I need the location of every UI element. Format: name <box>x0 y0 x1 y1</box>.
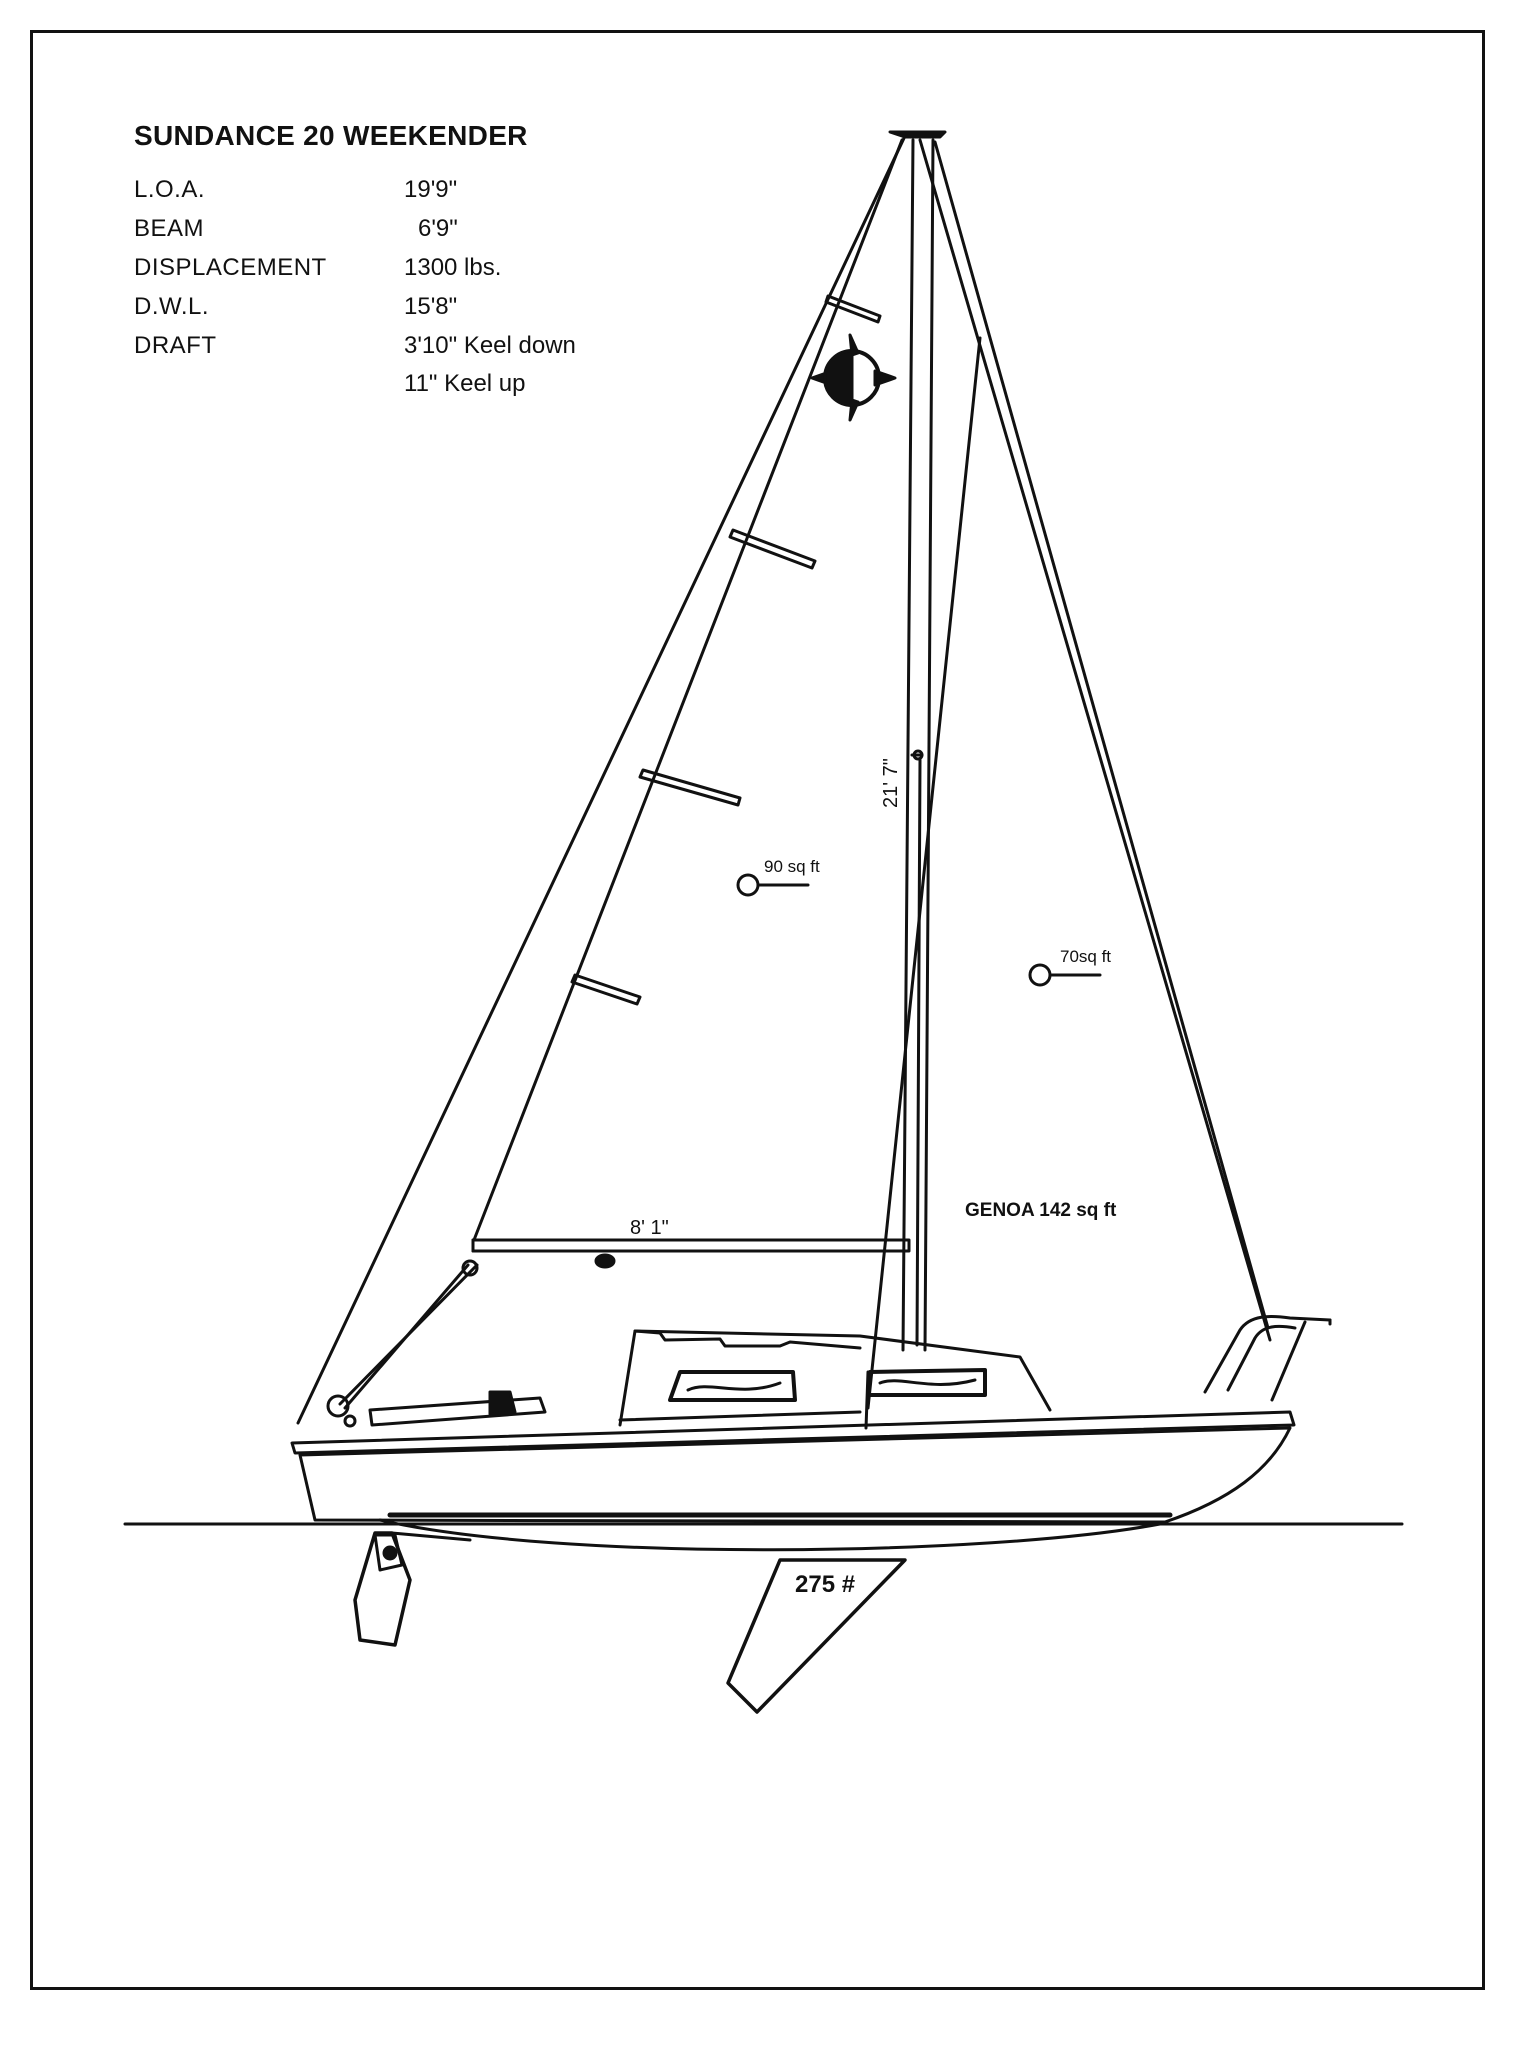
forestay <box>296 134 907 1425</box>
mainsheet <box>338 1253 616 1410</box>
mainsail-leech <box>472 138 904 1242</box>
mainsail-centroid <box>736 873 810 897</box>
spec-value: 15'8" <box>404 293 458 320</box>
spec-value: 1300 lbs. <box>404 254 502 281</box>
spec-label: D.W.L. <box>134 293 210 320</box>
mast-height-label: 21' 7" <box>880 758 902 808</box>
cabin <box>618 1329 1052 1430</box>
boat-title: SUNDANCE 20 WEEKENDER <box>134 120 528 151</box>
keel-weight-label: 275 # <box>795 1571 855 1598</box>
sail-insignia-icon <box>810 333 897 422</box>
spec-label: DISPLACEMENT <box>134 254 327 281</box>
cockpit <box>326 1390 862 1428</box>
boom <box>471 1238 911 1253</box>
spec-value: 11" Keel up <box>404 370 526 397</box>
spec-label: L.O.A. <box>134 176 206 203</box>
jib-leech <box>866 336 982 1410</box>
bow-pulpit <box>1203 1315 1332 1402</box>
jib-area-label: 70sq ft <box>1060 947 1111 966</box>
jib-centroid <box>1028 963 1102 987</box>
backstay <box>933 140 1270 1330</box>
spec-label: DRAFT <box>134 332 217 359</box>
mainsail-area-label: 90 sq ft <box>764 857 820 876</box>
spec-label: BEAM <box>134 215 205 242</box>
battens <box>570 294 882 1006</box>
spec-value: 3'10" Keel down <box>404 332 576 359</box>
spec-value: 19'9" <box>404 176 458 203</box>
rudder <box>353 1531 472 1647</box>
genoa-area-label: GENOA 142 sq ft <box>965 1200 1117 1221</box>
mast <box>888 130 947 1352</box>
keel <box>726 1558 907 1714</box>
genoa-leech <box>918 138 1272 1342</box>
drawing-frame <box>30 30 1485 1990</box>
hull <box>290 1410 1296 1552</box>
boom-length-label: 8' 1" <box>630 1217 669 1239</box>
spec-value: 6'9" <box>418 215 458 242</box>
